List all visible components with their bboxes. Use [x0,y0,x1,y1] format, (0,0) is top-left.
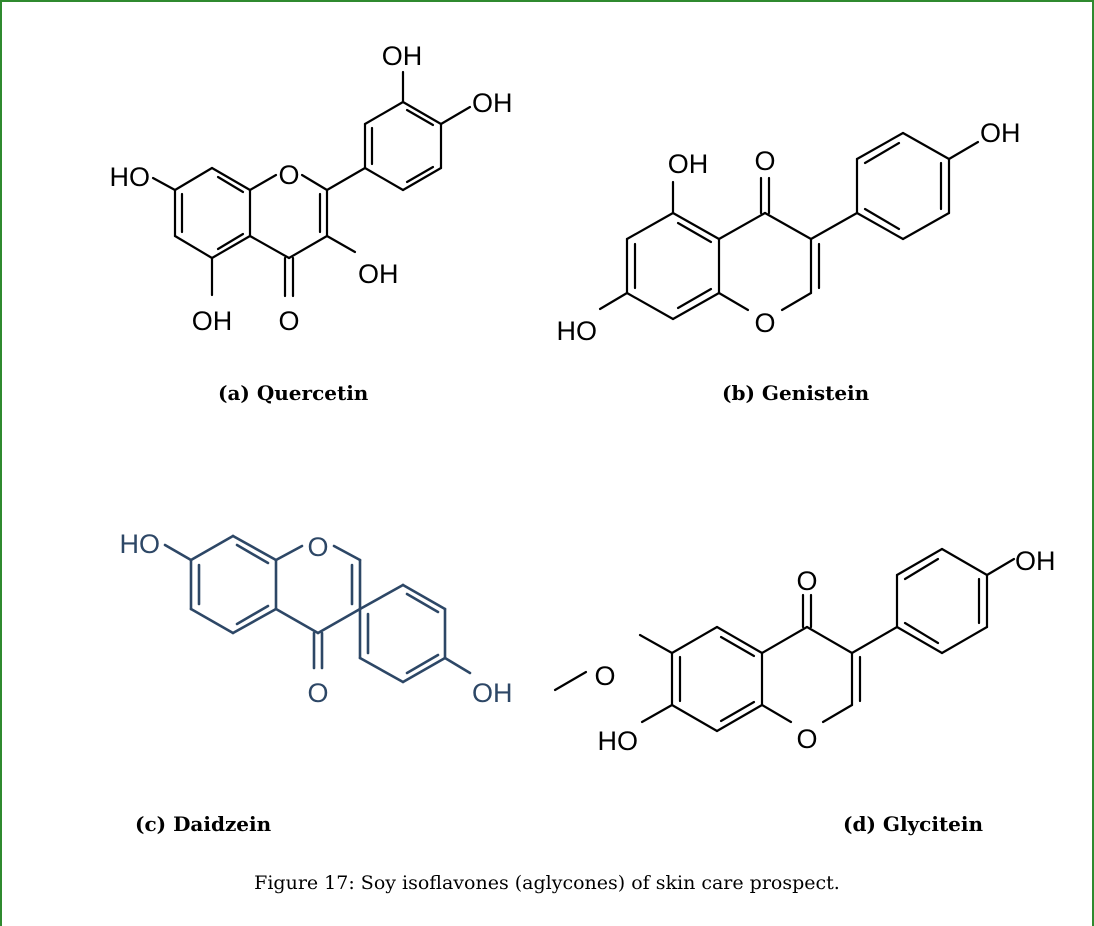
quercetin-label: (a) Quercetin [218,381,369,405]
glycitein-atom-o-carbonyl: O [796,566,817,596]
genistein-atom-oh-5: OH [668,149,709,179]
daidzein-atom-o-carbonyl: O [307,678,328,708]
quercetin-atom-o-carbonyl: O [278,306,299,336]
figure-caption: Figure 17: Soy isoflavones (aglycones) o… [254,872,840,894]
genistein-atom-oh-4p: OH [980,118,1021,148]
genistein-structure [598,131,980,321]
glycitein-atom-oh-4p: OH [1015,546,1056,576]
glycitein-atom-ho-7: HO [598,726,639,756]
quercetin-atom-oh-3: OH [358,259,399,289]
genistein-atom-o-ring: O [754,308,775,338]
daidzein-label: (c) Daidzein [135,812,272,836]
quercetin-atom-oh-5: OH [192,306,233,336]
genistein-atom-ho-7: HO [557,316,598,346]
quercetin-atom-oh-4p: OH [472,88,513,118]
quercetin-atom-ho-7: HO [110,162,151,192]
quercetin-atom-oh-3p: OH [382,41,423,71]
glycitein-atom-o-ring: O [796,724,817,754]
glycitein-structure [553,547,1016,733]
daidzein-atom-oh-4p: OH [472,678,513,708]
daidzein-atom-ho-7: HO [120,529,161,559]
genistein-atom-o-carbonyl: O [754,146,775,176]
daidzein-structure [163,534,472,684]
glycitein-label: (d) Glycitein [843,812,984,836]
quercetin-structure [151,70,472,298]
genistein-label: (b) Genistein [722,381,870,405]
glycitein-atom-o-methoxy: O [594,661,615,691]
quercetin-atom-o-ring: O [278,160,299,190]
daidzein-atom-o-ring: O [307,532,328,562]
